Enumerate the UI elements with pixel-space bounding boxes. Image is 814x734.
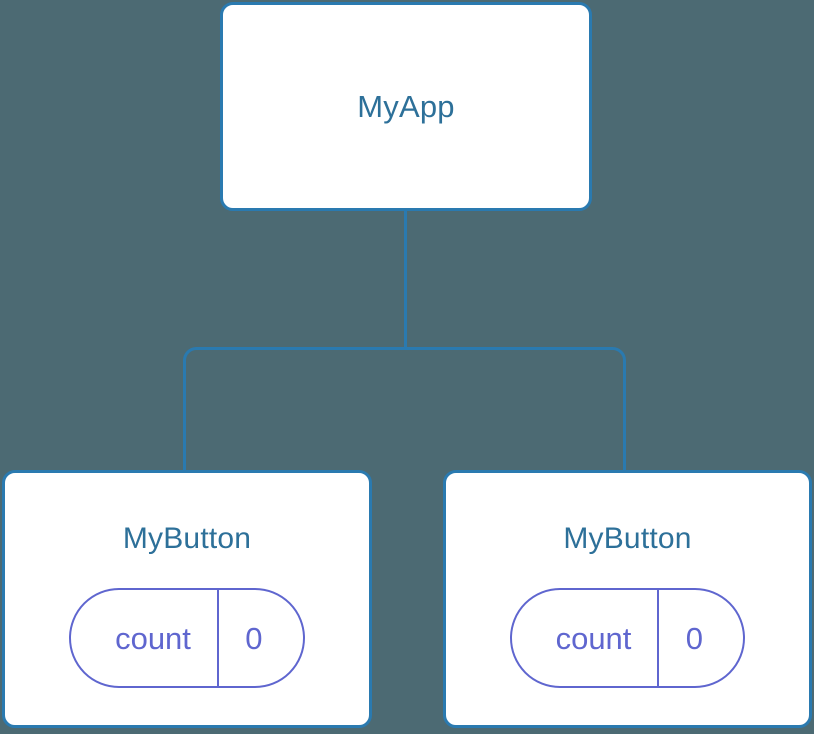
- state-key-child-1: count: [555, 620, 632, 656]
- node-card-child-1[interactable]: MyButton count 0: [443, 470, 812, 728]
- connector-branch-left: [182, 347, 406, 470]
- state-value-child-0: 0: [245, 620, 263, 656]
- state-divider-child-0: [216, 590, 219, 686]
- state-pill-child-1[interactable]: count 0: [509, 588, 746, 688]
- node-title-root: MyApp: [357, 89, 455, 124]
- node-card-child-0[interactable]: MyButton count 0: [2, 470, 372, 728]
- node-card-root[interactable]: MyApp: [220, 2, 592, 211]
- state-value-child-1: 0: [685, 620, 704, 656]
- connector-branch-right: [405, 347, 627, 470]
- node-title-child-1: MyButton: [563, 522, 692, 555]
- state-pill-child-0[interactable]: count 0: [69, 588, 305, 688]
- node-title-child-0: MyButton: [122, 522, 252, 555]
- state-divider-child-1: [657, 590, 660, 686]
- state-key-child-0: count: [115, 620, 191, 656]
